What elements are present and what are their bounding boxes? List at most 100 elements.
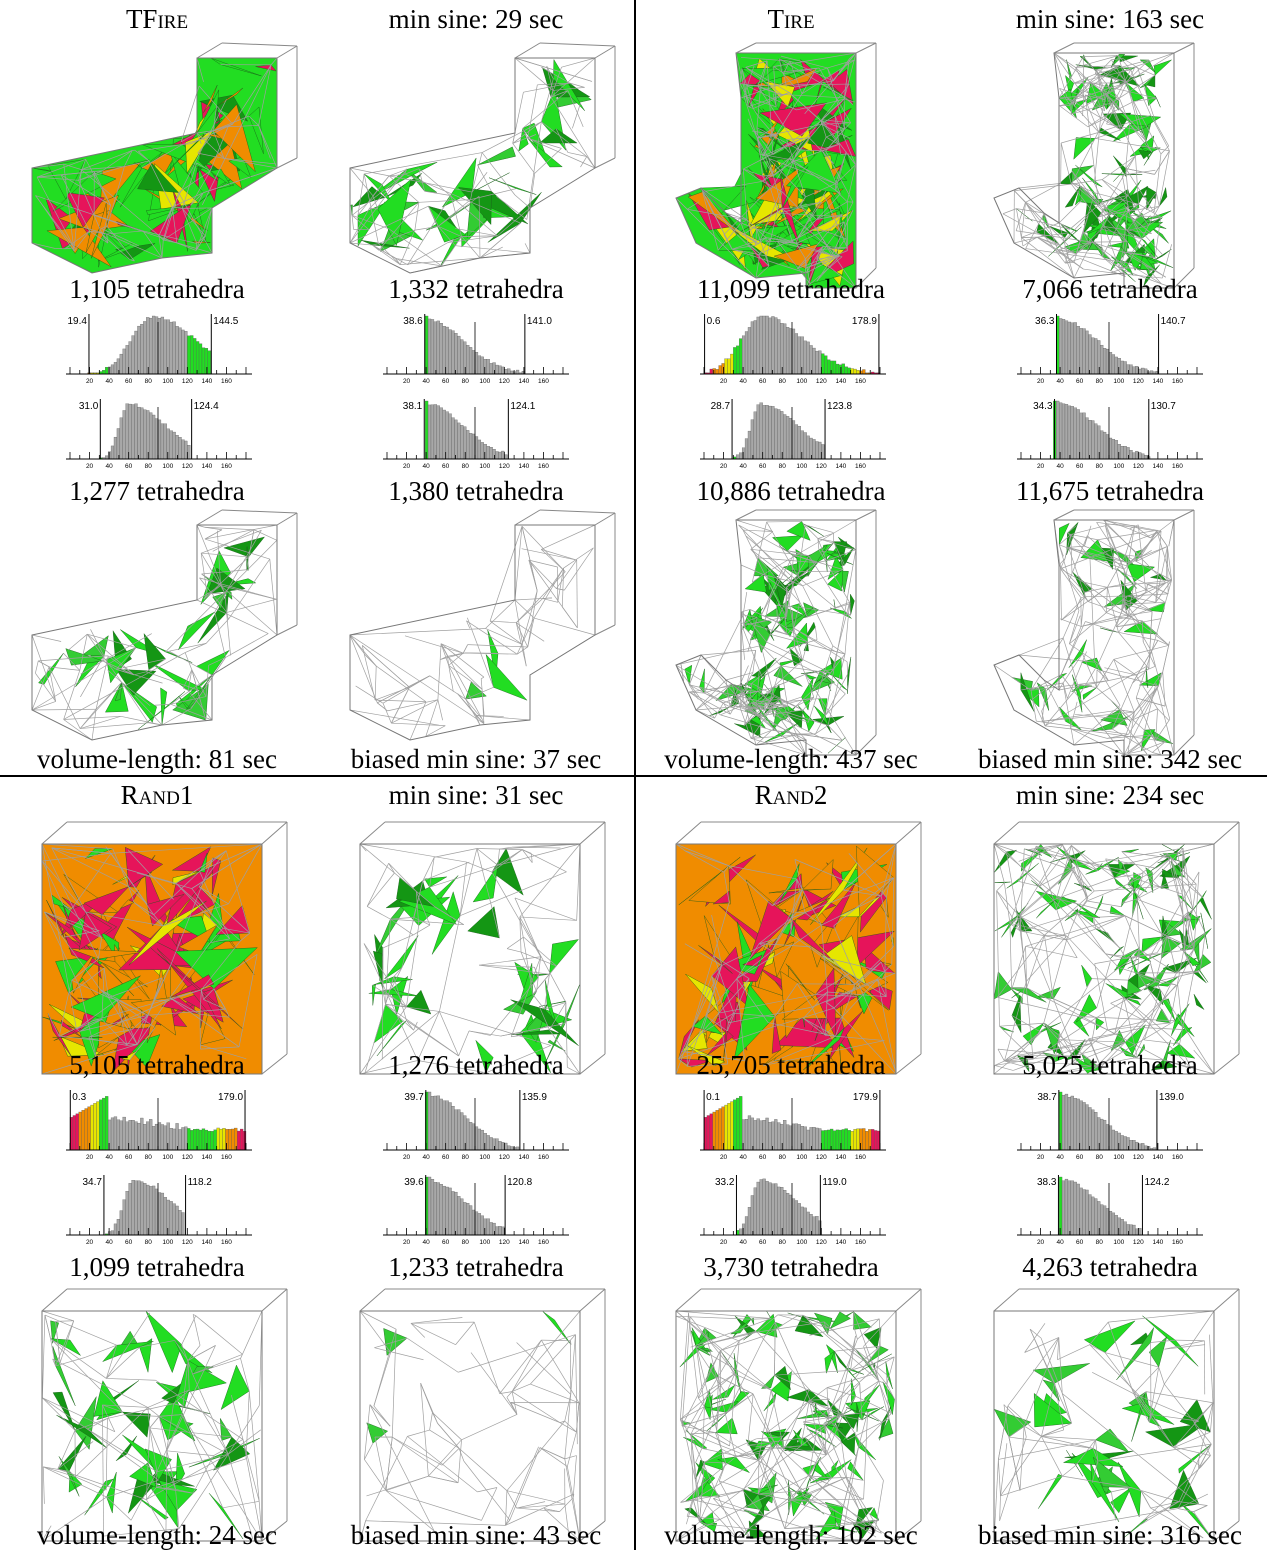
histogram-bar	[741, 1119, 746, 1151]
rand2-biased-min-sine-time: biased min sine: 316 sec	[978, 1520, 1242, 1550]
histogram-tick-label: 40	[739, 463, 747, 470]
histogram-bar	[809, 345, 813, 375]
rand2-br-count: 4,263 tetrahedra	[1022, 1252, 1198, 1282]
histogram-bar	[160, 423, 165, 460]
histogram-bar	[768, 1182, 772, 1236]
histogram-bar	[1132, 366, 1136, 375]
histogram-tick-label: 160	[1172, 1154, 1183, 1161]
histogram-bar	[780, 1124, 784, 1151]
histogram-bar	[709, 368, 713, 375]
histogram-bar	[1102, 348, 1107, 375]
histogram-bar	[427, 404, 432, 460]
histogram-tick-label: 20	[86, 378, 94, 385]
histogram-tick-label: 40	[739, 1154, 747, 1161]
rand1-tl-count: 5,105 tetrahedra	[69, 1050, 245, 1080]
histogram-bar	[794, 1200, 799, 1236]
histogram-min-label: 38.7	[1037, 1092, 1057, 1103]
histogram-bar	[207, 1130, 211, 1151]
histogram-bar	[457, 335, 461, 375]
histogram-bar	[119, 417, 123, 460]
histogram-bar	[477, 1213, 482, 1236]
histogram-tick-label: 40	[422, 378, 430, 385]
histogram-bar	[1111, 1212, 1116, 1236]
histogram-tick-label: 140	[518, 463, 529, 470]
histogram-bar	[1105, 434, 1110, 460]
histogram-bar	[762, 315, 766, 375]
histogram-tick-label: 60	[125, 463, 133, 470]
histogram-bar	[850, 1131, 854, 1151]
histogram-bar	[829, 1128, 834, 1151]
rand1-bl-count: 1,099 tetrahedra	[69, 1252, 245, 1282]
histogram-bar	[1123, 1221, 1127, 1236]
histogram-bar	[727, 1103, 731, 1151]
histogram-bar	[424, 315, 429, 375]
histogram-bar	[107, 1231, 112, 1236]
histogram-bar	[1100, 1118, 1104, 1151]
histogram-bar	[427, 318, 432, 375]
histogram-tick-label: 80	[1096, 378, 1104, 385]
histogram-bar	[1097, 340, 1101, 375]
histogram-bar	[1135, 450, 1139, 460]
histogram-bar	[75, 1113, 79, 1151]
histogram-bar	[803, 1207, 807, 1236]
histogram-bar	[134, 1180, 138, 1236]
histogram-bar	[785, 1192, 790, 1236]
histogram-bar	[480, 1215, 484, 1236]
histogram-max-label: 119.0	[822, 1177, 847, 1188]
histogram-bar	[102, 1097, 106, 1151]
histogram-tick-label: 20	[1037, 1239, 1045, 1246]
histogram-bar	[143, 1124, 147, 1151]
histogram-bar	[430, 319, 435, 375]
histogram-bar	[747, 1115, 752, 1151]
histogram-tick-label: 160	[538, 1239, 549, 1246]
histogram-bar	[1108, 1125, 1113, 1151]
histogram-bar	[483, 359, 487, 375]
histogram-max-label: 123.8	[827, 401, 852, 412]
histogram-bar	[768, 1122, 772, 1151]
histogram-tick-label: 40	[422, 463, 430, 470]
histogram-bar	[1073, 1181, 1077, 1236]
histogram-bar	[1123, 361, 1127, 375]
histogram-max-label: 144.5	[213, 316, 238, 327]
histogram-tick-label: 100	[796, 463, 807, 470]
histogram-bar	[468, 433, 473, 460]
histogram-bar	[818, 441, 822, 460]
histogram-bar	[1061, 1180, 1066, 1236]
rand1-tr-mesh-render	[359, 821, 606, 1075]
histogram-bar	[515, 369, 520, 375]
histogram-tick-label: 140	[201, 1239, 212, 1246]
histogram-bar	[198, 343, 203, 375]
tire-tr-count: 7,066 tetrahedra	[1022, 274, 1198, 304]
histogram-bar	[1070, 406, 1074, 460]
histogram-bar	[741, 335, 746, 375]
histogram-bar	[486, 446, 490, 460]
histogram-bar	[718, 365, 722, 375]
rand2-dataset-name: Rand2	[754, 780, 828, 810]
histogram-bar	[163, 1197, 167, 1236]
histogram-bar	[190, 1130, 194, 1151]
histogram-bar	[1079, 328, 1083, 375]
histogram-tick-label: 40	[1056, 463, 1064, 470]
histogram-bar	[442, 409, 446, 460]
histogram-bar	[1129, 1224, 1133, 1236]
rand2-bl-mesh-render	[675, 1288, 922, 1542]
histogram-bar	[175, 435, 179, 460]
histogram-bar	[797, 1203, 801, 1236]
histogram-tick-label: 120	[182, 1239, 193, 1246]
histogram-bar	[780, 411, 784, 460]
histogram-bar	[1102, 431, 1107, 460]
histogram-bar	[762, 1178, 766, 1236]
histogram-min-label: 34.3	[1033, 401, 1053, 412]
histogram-bar	[759, 1120, 763, 1151]
histogram-tick-label: 40	[105, 378, 113, 385]
histogram-bar	[439, 323, 443, 375]
histogram-bar	[119, 1120, 123, 1151]
histogram-bar	[181, 1127, 185, 1151]
histogram-bar	[1097, 425, 1101, 460]
histogram-bar	[468, 347, 473, 375]
histogram-bar	[806, 435, 810, 460]
rand1-tr-count: 1,276 tetrahedra	[388, 1050, 564, 1080]
histogram-tick-label: 120	[816, 378, 827, 385]
